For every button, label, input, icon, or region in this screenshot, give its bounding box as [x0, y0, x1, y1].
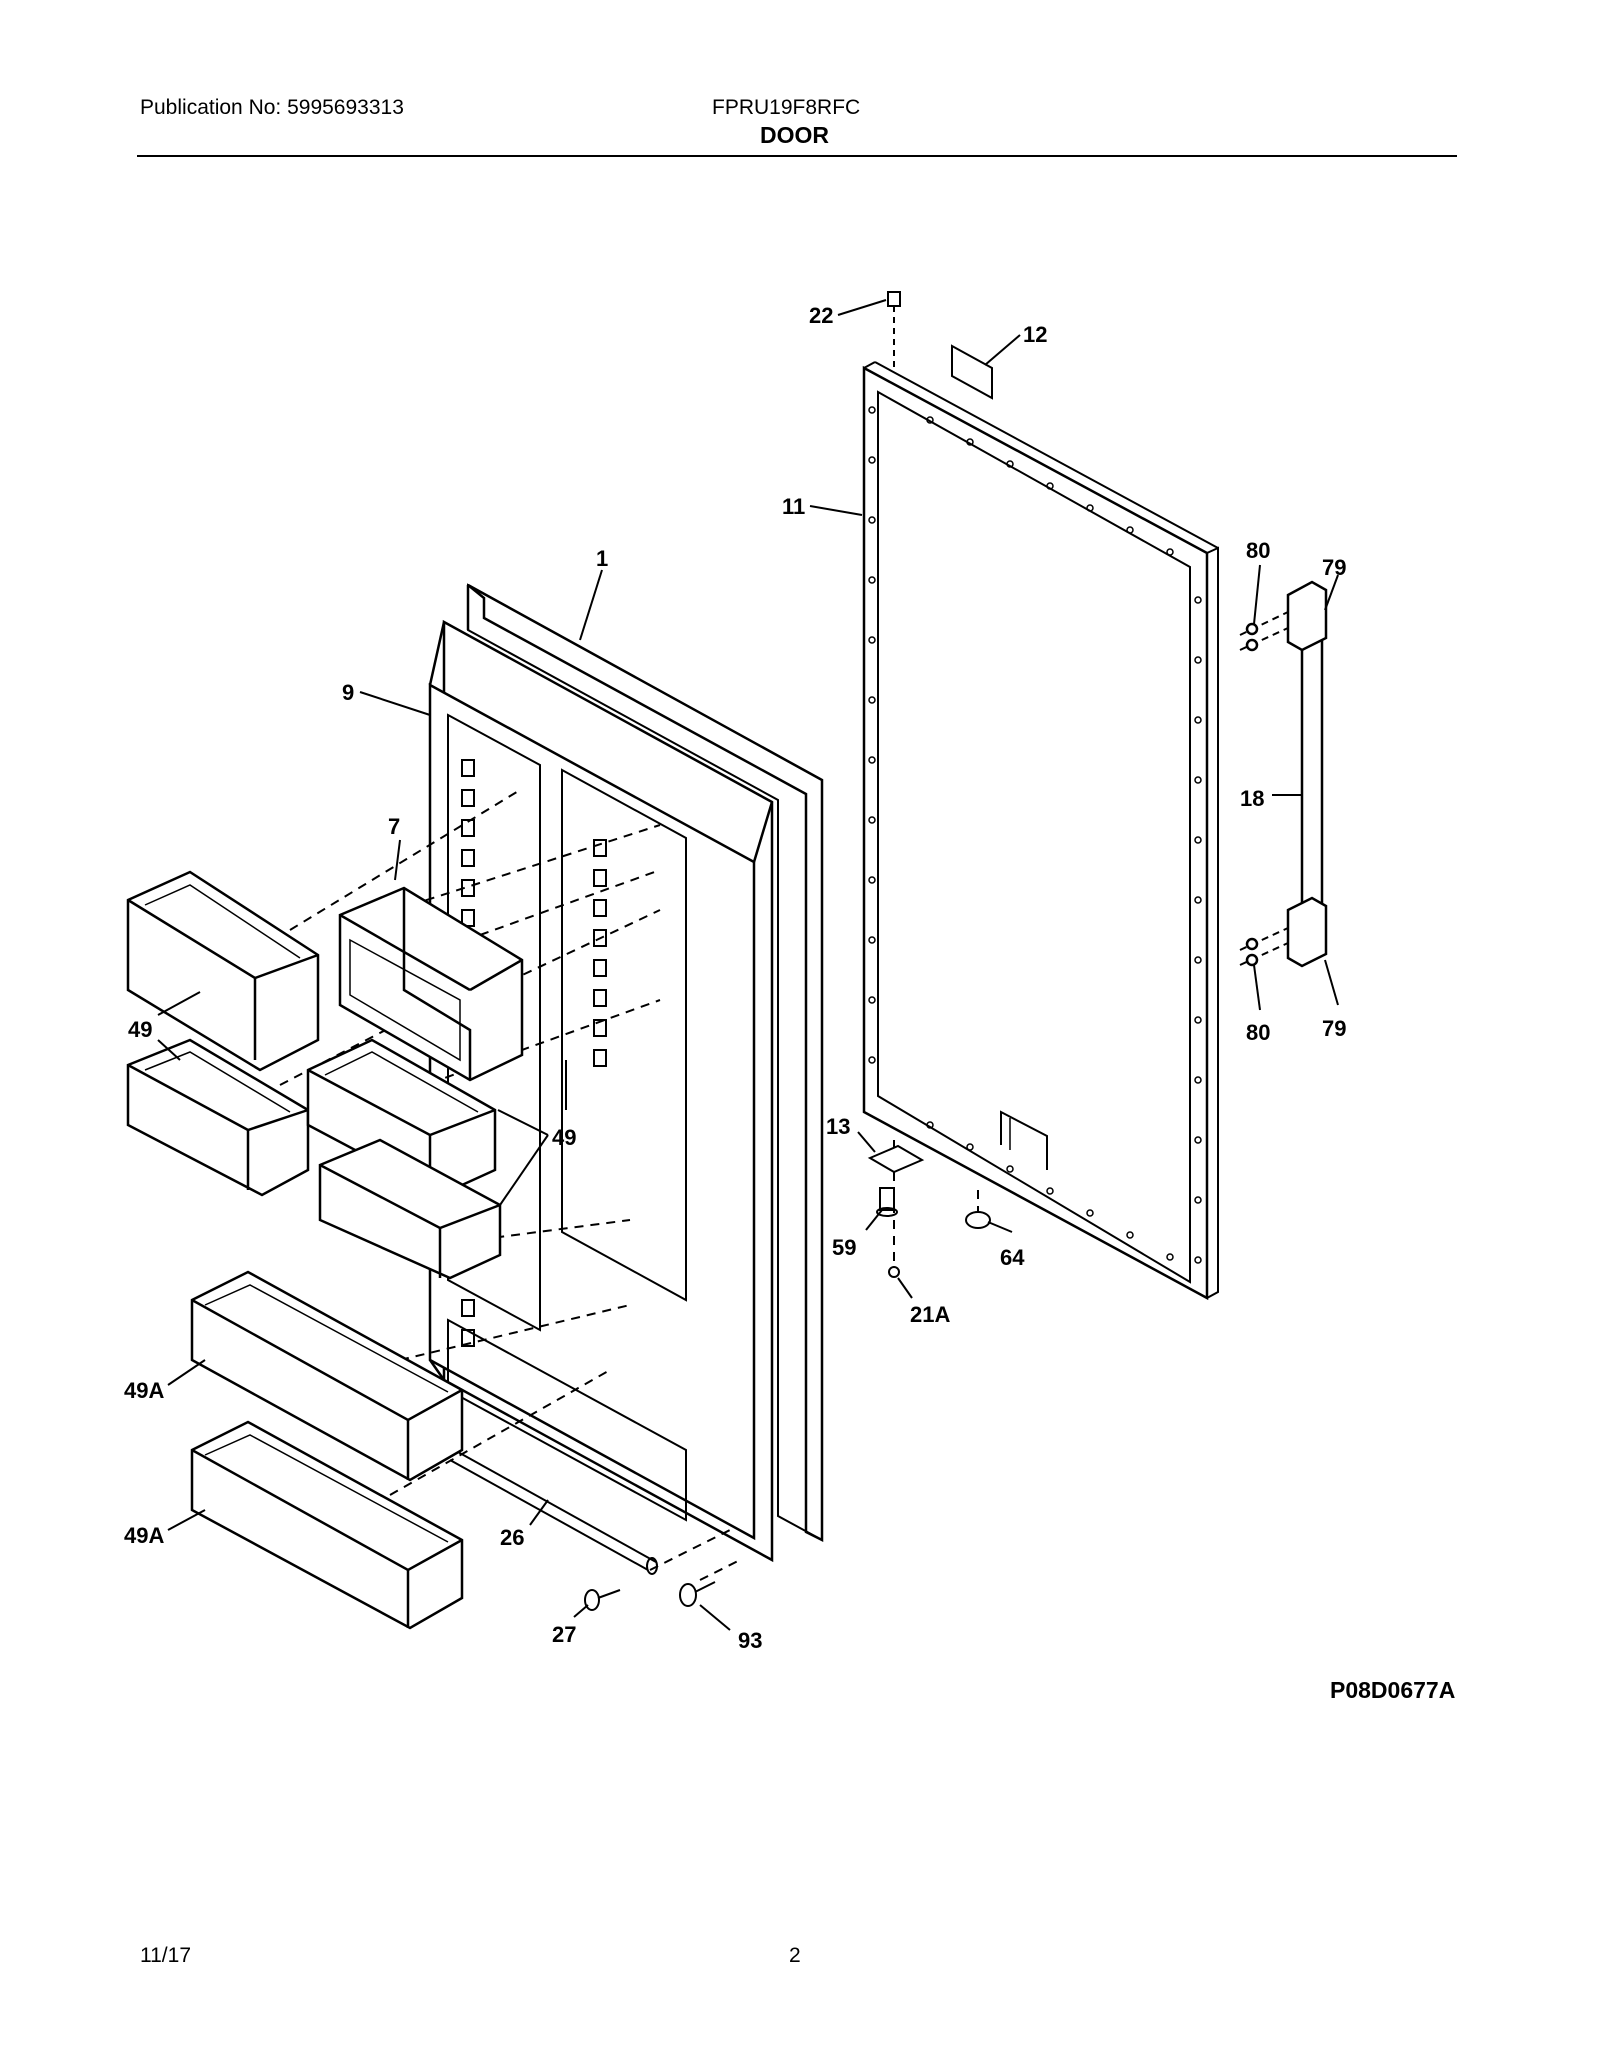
callout-leaders — [157, 299, 1339, 1631]
page-number: 2 — [789, 1944, 801, 1967]
publication-number: Publication No: 5995693313 — [140, 96, 404, 119]
callout-49a-upper: 49A — [124, 1378, 164, 1403]
shoulder-screw-27 — [584, 1589, 621, 1611]
callout-12: 12 — [1023, 322, 1047, 347]
hinge-bracket-13 — [867, 1144, 925, 1174]
inner-door-liner — [428, 619, 774, 1563]
callout-49-middle: 49 — [552, 1125, 576, 1150]
gallon-door-bin-lower — [190, 1420, 464, 1630]
callout-49a-lower: 49A — [124, 1523, 164, 1548]
callout-22: 22 — [809, 303, 833, 328]
callout-80-top: 80 — [1246, 538, 1270, 563]
callout-79-top: 79 — [1322, 555, 1346, 580]
door-bin-middle — [306, 1038, 497, 1197]
callout-9: 9 — [342, 680, 354, 705]
model-number: FPRU19F8RFC — [712, 96, 861, 119]
door-bin-upper-left — [126, 870, 320, 1072]
hinge-plug — [887, 291, 901, 372]
door-bin-lower-middle — [318, 1138, 502, 1280]
label-plate — [951, 344, 993, 400]
callout-59: 59 — [832, 1235, 856, 1260]
callout-numbers: 22 12 11 1 9 7 49 49 49A 49A 26 27 93 13… — [124, 303, 1455, 1703]
header-rule — [137, 155, 1457, 157]
callout-13: 13 — [826, 1114, 850, 1139]
drawing-code: P08D0677A — [1330, 1677, 1455, 1703]
hinge-pin-59 — [876, 1187, 898, 1217]
callout-27: 27 — [552, 1622, 576, 1647]
callout-1: 1 — [596, 546, 608, 571]
dairy-door-shelf — [338, 886, 524, 1082]
callout-21a: 21A — [910, 1302, 950, 1327]
section-title: DOOR — [760, 122, 829, 148]
callout-26: 26 — [500, 1525, 524, 1550]
screw-21a — [888, 1266, 900, 1278]
door-gasket — [466, 583, 824, 1543]
callout-64: 64 — [1000, 1245, 1025, 1270]
door-stop-rod — [449, 1451, 658, 1575]
door-bin-lower-left — [126, 1038, 310, 1197]
callout-79-bottom: 79 — [1322, 1016, 1346, 1041]
screw-93 — [679, 1581, 716, 1607]
callout-18: 18 — [1240, 786, 1264, 811]
shelf-retainer-tabs — [461, 759, 607, 1347]
footer-date: 11/17 — [140, 1944, 191, 1967]
callout-80-bottom: 80 — [1246, 1020, 1270, 1045]
gallon-door-bin-upper — [190, 1270, 464, 1482]
callout-11: 11 — [782, 494, 805, 519]
panel-screw-holes — [868, 406, 1202, 1264]
outer-door-panel — [862, 361, 1219, 1301]
door-handle — [1239, 580, 1328, 968]
callout-49-left: 49 — [128, 1017, 152, 1042]
callout-93: 93 — [738, 1628, 762, 1653]
callout-7: 7 — [388, 814, 400, 839]
cam-64 — [965, 1211, 991, 1229]
